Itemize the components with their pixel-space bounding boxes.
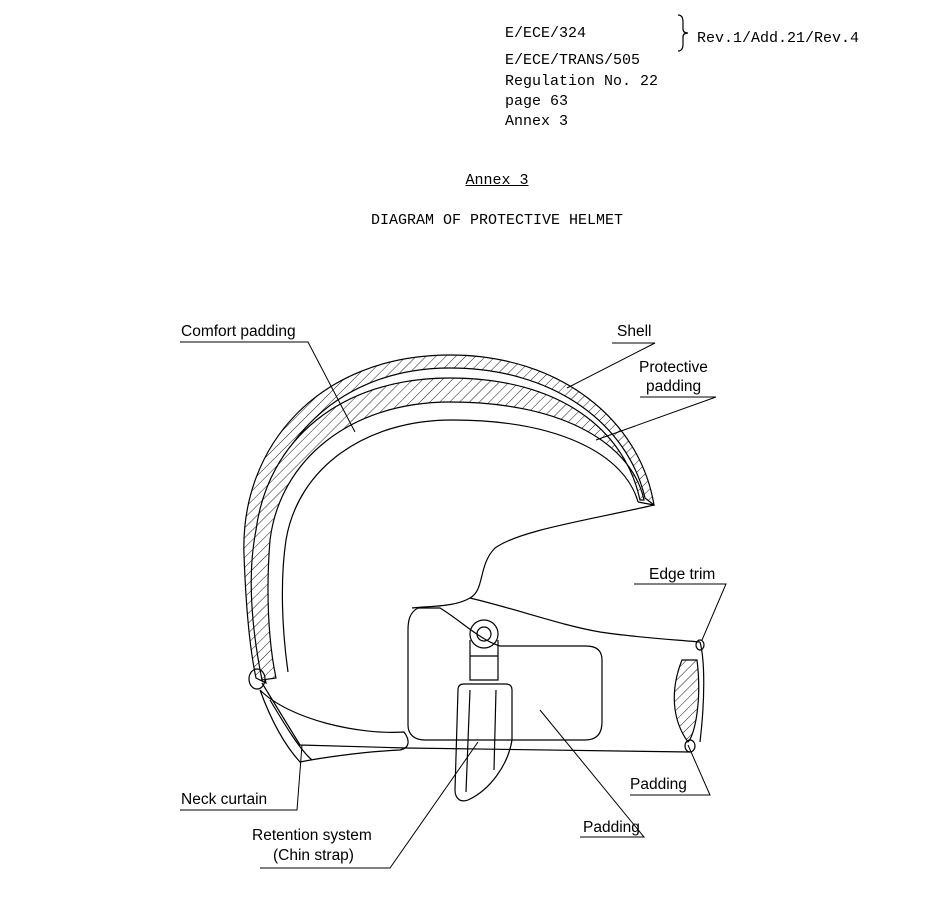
- protective-padding: [250, 377, 645, 681]
- face-opening-edge: [411, 504, 655, 609]
- regulation-number: Regulation No. 22: [505, 73, 659, 90]
- doc-ref-ece-324: E/ECE/324: [505, 25, 587, 42]
- neck-curtain: [259, 689, 409, 763]
- brace-icon: [677, 14, 689, 52]
- label-retention-system-line1: Retention system: [252, 827, 372, 844]
- label-edge-trim: Edge trim: [649, 566, 715, 583]
- header-annex: Annex 3: [505, 113, 569, 130]
- lower-liner-edge: [469, 597, 701, 643]
- label-protective-padding-line2: padding: [646, 378, 701, 395]
- comfort-padding: [281, 419, 639, 673]
- doc-ref-trans-505: E/ECE/TRANS/505: [505, 52, 641, 69]
- helmet-bottom-edge: [261, 682, 691, 753]
- label-neck-curtain: Neck curtain: [181, 791, 267, 808]
- chin-strap: [454, 655, 513, 802]
- label-protective-padding-line1: Protective: [639, 359, 708, 376]
- helmet-shell: [243, 354, 655, 685]
- label-retention-system-line2: (Chin strap): [273, 847, 354, 864]
- label-padding-front: Padding: [630, 776, 687, 793]
- chin-bar-outer: [699, 641, 705, 743]
- label-comfort-padding: Comfort padding: [181, 323, 296, 340]
- revision-ref: Rev.1/Add.21/Rev.4: [697, 30, 860, 47]
- strap-anchor: [469, 619, 499, 649]
- chin-bar-trim: [673, 659, 700, 743]
- diagram-title: DIAGRAM OF PROTECTIVE HELMET: [370, 212, 624, 229]
- neck-roll: [248, 668, 266, 690]
- label-padding-side: Padding: [583, 819, 640, 836]
- side-padding-block: [407, 607, 603, 741]
- label-shell: Shell: [617, 323, 651, 340]
- annex-heading: Annex 3: [465, 172, 529, 189]
- page-number: page 63: [505, 93, 569, 110]
